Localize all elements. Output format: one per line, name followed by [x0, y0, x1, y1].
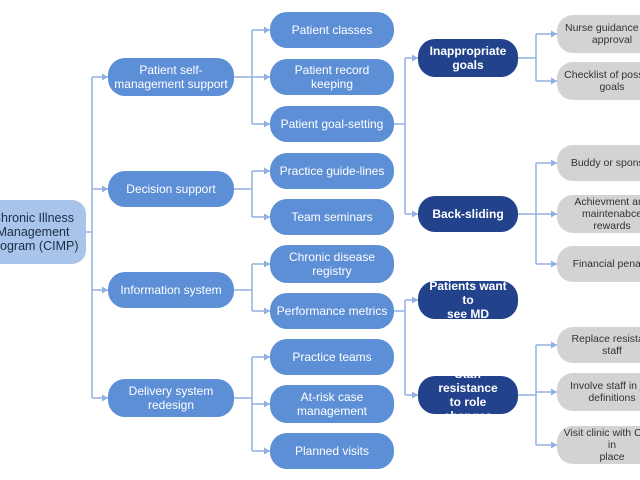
- node-inappropriate-goals: Inappropriate goals: [418, 39, 518, 77]
- node-information-system: Information system: [108, 272, 234, 308]
- node-decision-support: Decision support: [108, 171, 234, 207]
- node-patient-record-keeping: Patient record keeping: [270, 59, 394, 95]
- node-achievment-and-maintenabce-rewards: Achievment and maintenabce rewards: [557, 195, 640, 233]
- node-buddy-or-sponsor: Buddy or sponsor: [557, 145, 640, 181]
- node-back-sliding: Back-sliding: [418, 196, 518, 232]
- node-practice-guide-lines: Practice guide-lines: [270, 153, 394, 189]
- node-financial-penalty: Financial penalty: [557, 246, 640, 282]
- node-team-seminars: Team seminars: [270, 199, 394, 235]
- node-nurse-guidance-and-approval: Nurse guidance and approval: [557, 15, 640, 53]
- node-patient-self-management-support: Patient self- management support: [108, 58, 234, 96]
- node-delivery-system-redesign: Delivery system redesign: [108, 379, 234, 417]
- node-visit-clinic-with-cimp-in-place: Visit clinic with CIMP in place: [557, 426, 640, 464]
- node-patient-goal-setting: Patient goal-setting: [270, 106, 394, 142]
- node-replace-resistant-staff: Replace resistant staff: [557, 327, 640, 363]
- node-checklist-of-possible-goals: Checklist of possible goals: [557, 62, 640, 100]
- node-chronic-disease-registry: Chronic disease registry: [270, 245, 394, 283]
- node-patient-classes: Patient classes: [270, 12, 394, 48]
- node-planned-visits: Planned visits: [270, 433, 394, 469]
- node-staff-resistance-to-role-changes: Staff resistance to role changes: [418, 367, 518, 423]
- node-practice-teams: Practice teams: [270, 339, 394, 375]
- root-node: Chronic Illness Management Program (CIMP…: [0, 200, 86, 264]
- node-involve-staff-in-job-definitions: Involve staff in job definitions: [557, 373, 640, 411]
- node-at-risk-case-management: At-risk case management: [270, 385, 394, 423]
- node-patients-want-to-see-md: Patients want to see MD: [418, 279, 518, 321]
- node-performance-metrics: Performance metrics: [270, 293, 394, 329]
